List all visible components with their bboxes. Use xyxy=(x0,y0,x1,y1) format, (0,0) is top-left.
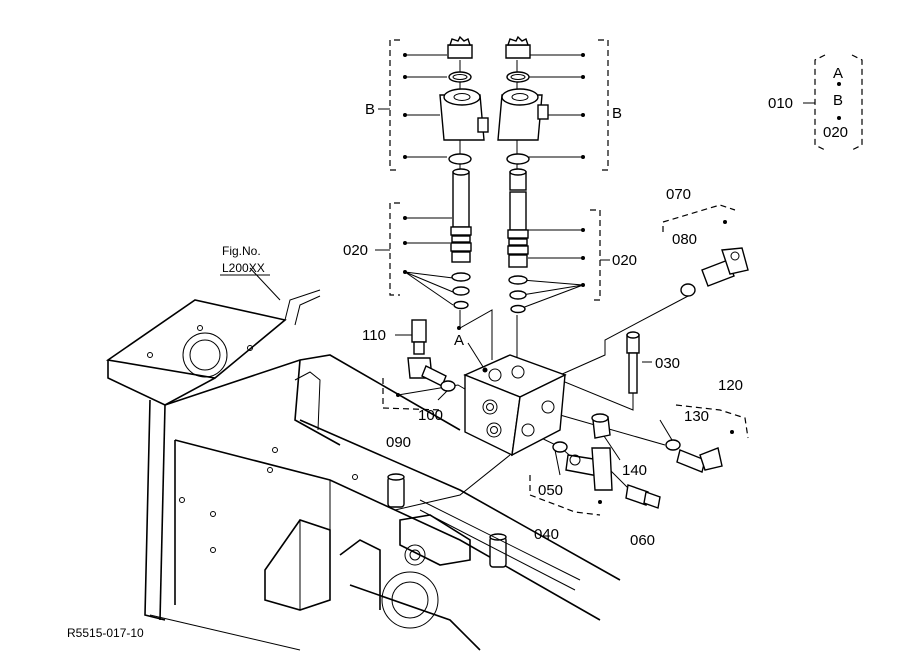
fig-ref-label: L200XX xyxy=(222,261,265,275)
part-070-label: 070 xyxy=(666,186,691,203)
labels: Fig.No. L200XX R5515-017-10 010 A B 020 … xyxy=(67,65,848,640)
part-120-label: 120 xyxy=(718,377,743,394)
part-010-label: 010 xyxy=(768,95,793,112)
part-100-label: 100 xyxy=(418,407,443,424)
a-block-label: A xyxy=(454,332,464,349)
group-brackets xyxy=(382,39,863,516)
part-090-label: 090 xyxy=(386,434,411,451)
part-030-label: 030 xyxy=(655,355,680,372)
key-020-label: 020 xyxy=(823,124,848,141)
b-right-label: B xyxy=(612,105,622,122)
right-solenoid-stack xyxy=(497,35,549,314)
part-020-left-label: 020 xyxy=(343,242,368,259)
part-020-right-label: 020 xyxy=(612,252,637,269)
b-left-label: B xyxy=(365,101,375,118)
part-040-label: 040 xyxy=(534,526,559,543)
key-a-label: A xyxy=(833,65,843,82)
part-110-label: 110 xyxy=(362,327,386,344)
ref-code-label: R5515-017-10 xyxy=(67,626,144,640)
part-080-label: 080 xyxy=(672,231,697,248)
part-140-label: 140 xyxy=(622,462,647,479)
part-050-label: 050 xyxy=(538,482,563,499)
leader-dots xyxy=(403,53,841,287)
fig-no-label: Fig.No. xyxy=(222,244,261,258)
fittings xyxy=(396,220,749,509)
key-b-label: B xyxy=(833,92,843,109)
leader-lines xyxy=(394,54,691,511)
left-solenoid-stack xyxy=(439,35,489,310)
part-130-label: 130 xyxy=(684,408,709,425)
valve-block xyxy=(463,354,567,457)
chassis-frame xyxy=(105,267,621,651)
part-060-label: 060 xyxy=(630,532,655,549)
